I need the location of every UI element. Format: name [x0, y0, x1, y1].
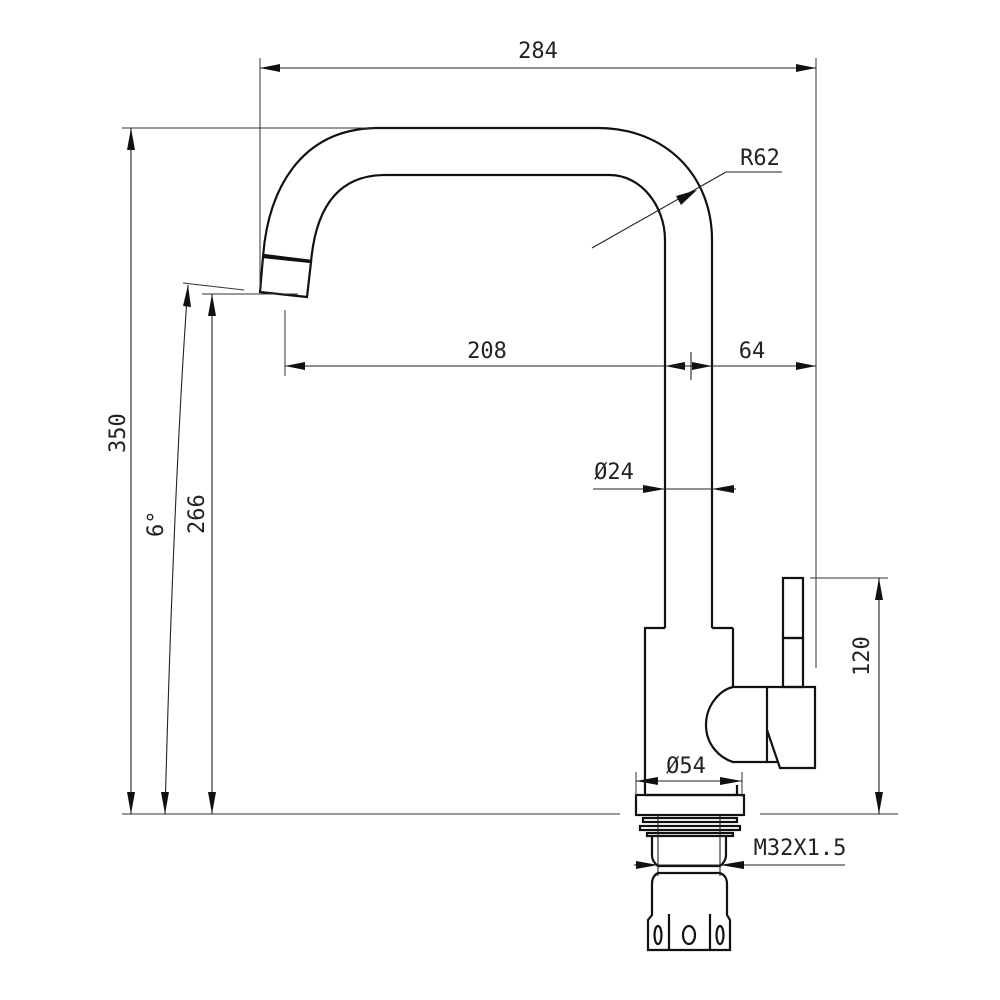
handle-lever-stem — [781, 636, 805, 689]
dimension-body-diameter: Ø54 — [635, 754, 743, 797]
spout-outer-contour — [261, 126, 714, 628]
dim-label-6deg: 6° — [144, 511, 169, 538]
washer-1 — [641, 816, 739, 824]
dimension-overall-height: 350 — [106, 127, 898, 815]
dimension-thread-size: M32X1.5 — [634, 836, 846, 869]
dim-label-208: 208 — [467, 339, 507, 364]
handle-hub — [704, 685, 769, 764]
washer-3 — [645, 831, 735, 838]
dimension-spout-radius: R62 — [591, 146, 782, 249]
dimension-pipe-diameter: Ø24 — [593, 460, 736, 493]
handle-lever-top — [781, 576, 805, 640]
dimension-overall-width: 284 — [259, 39, 817, 668]
spout-inner-contour — [309, 173, 667, 628]
dim-label-dia24: Ø24 — [594, 460, 634, 485]
aerator-outlet — [258, 255, 313, 299]
dimension-handle-offset: 64 — [665, 339, 816, 370]
dim-label-dia54: Ø54 — [666, 754, 706, 779]
dim-label-120: 120 — [850, 636, 875, 676]
dimension-outlet-angle: 6° — [144, 282, 245, 815]
dim-label-64: 64 — [739, 339, 766, 364]
washer-2 — [638, 824, 742, 832]
handle-block — [765, 685, 817, 770]
dim-label-r62: R62 — [740, 146, 780, 171]
nut-hole-center — [681, 924, 697, 946]
lock-nut — [646, 871, 732, 952]
dim-label-m32: M32X1.5 — [754, 836, 847, 861]
dimension-outlet-height: 266 — [185, 293, 298, 814]
base-flange — [634, 793, 746, 817]
dim-label-266: 266 — [185, 494, 210, 534]
threaded-stem — [650, 836, 728, 868]
dim-label-350: 350 — [106, 413, 131, 453]
nut-hole-left — [653, 924, 663, 946]
nut-hole-right — [715, 924, 725, 946]
faucet-outline — [258, 126, 817, 952]
dimension-spout-reach: 208 — [284, 310, 692, 380]
dimension-handle-height: 120 — [810, 577, 888, 814]
dim-label-284: 284 — [518, 39, 558, 64]
aerator-joint-line — [263, 253, 313, 263]
